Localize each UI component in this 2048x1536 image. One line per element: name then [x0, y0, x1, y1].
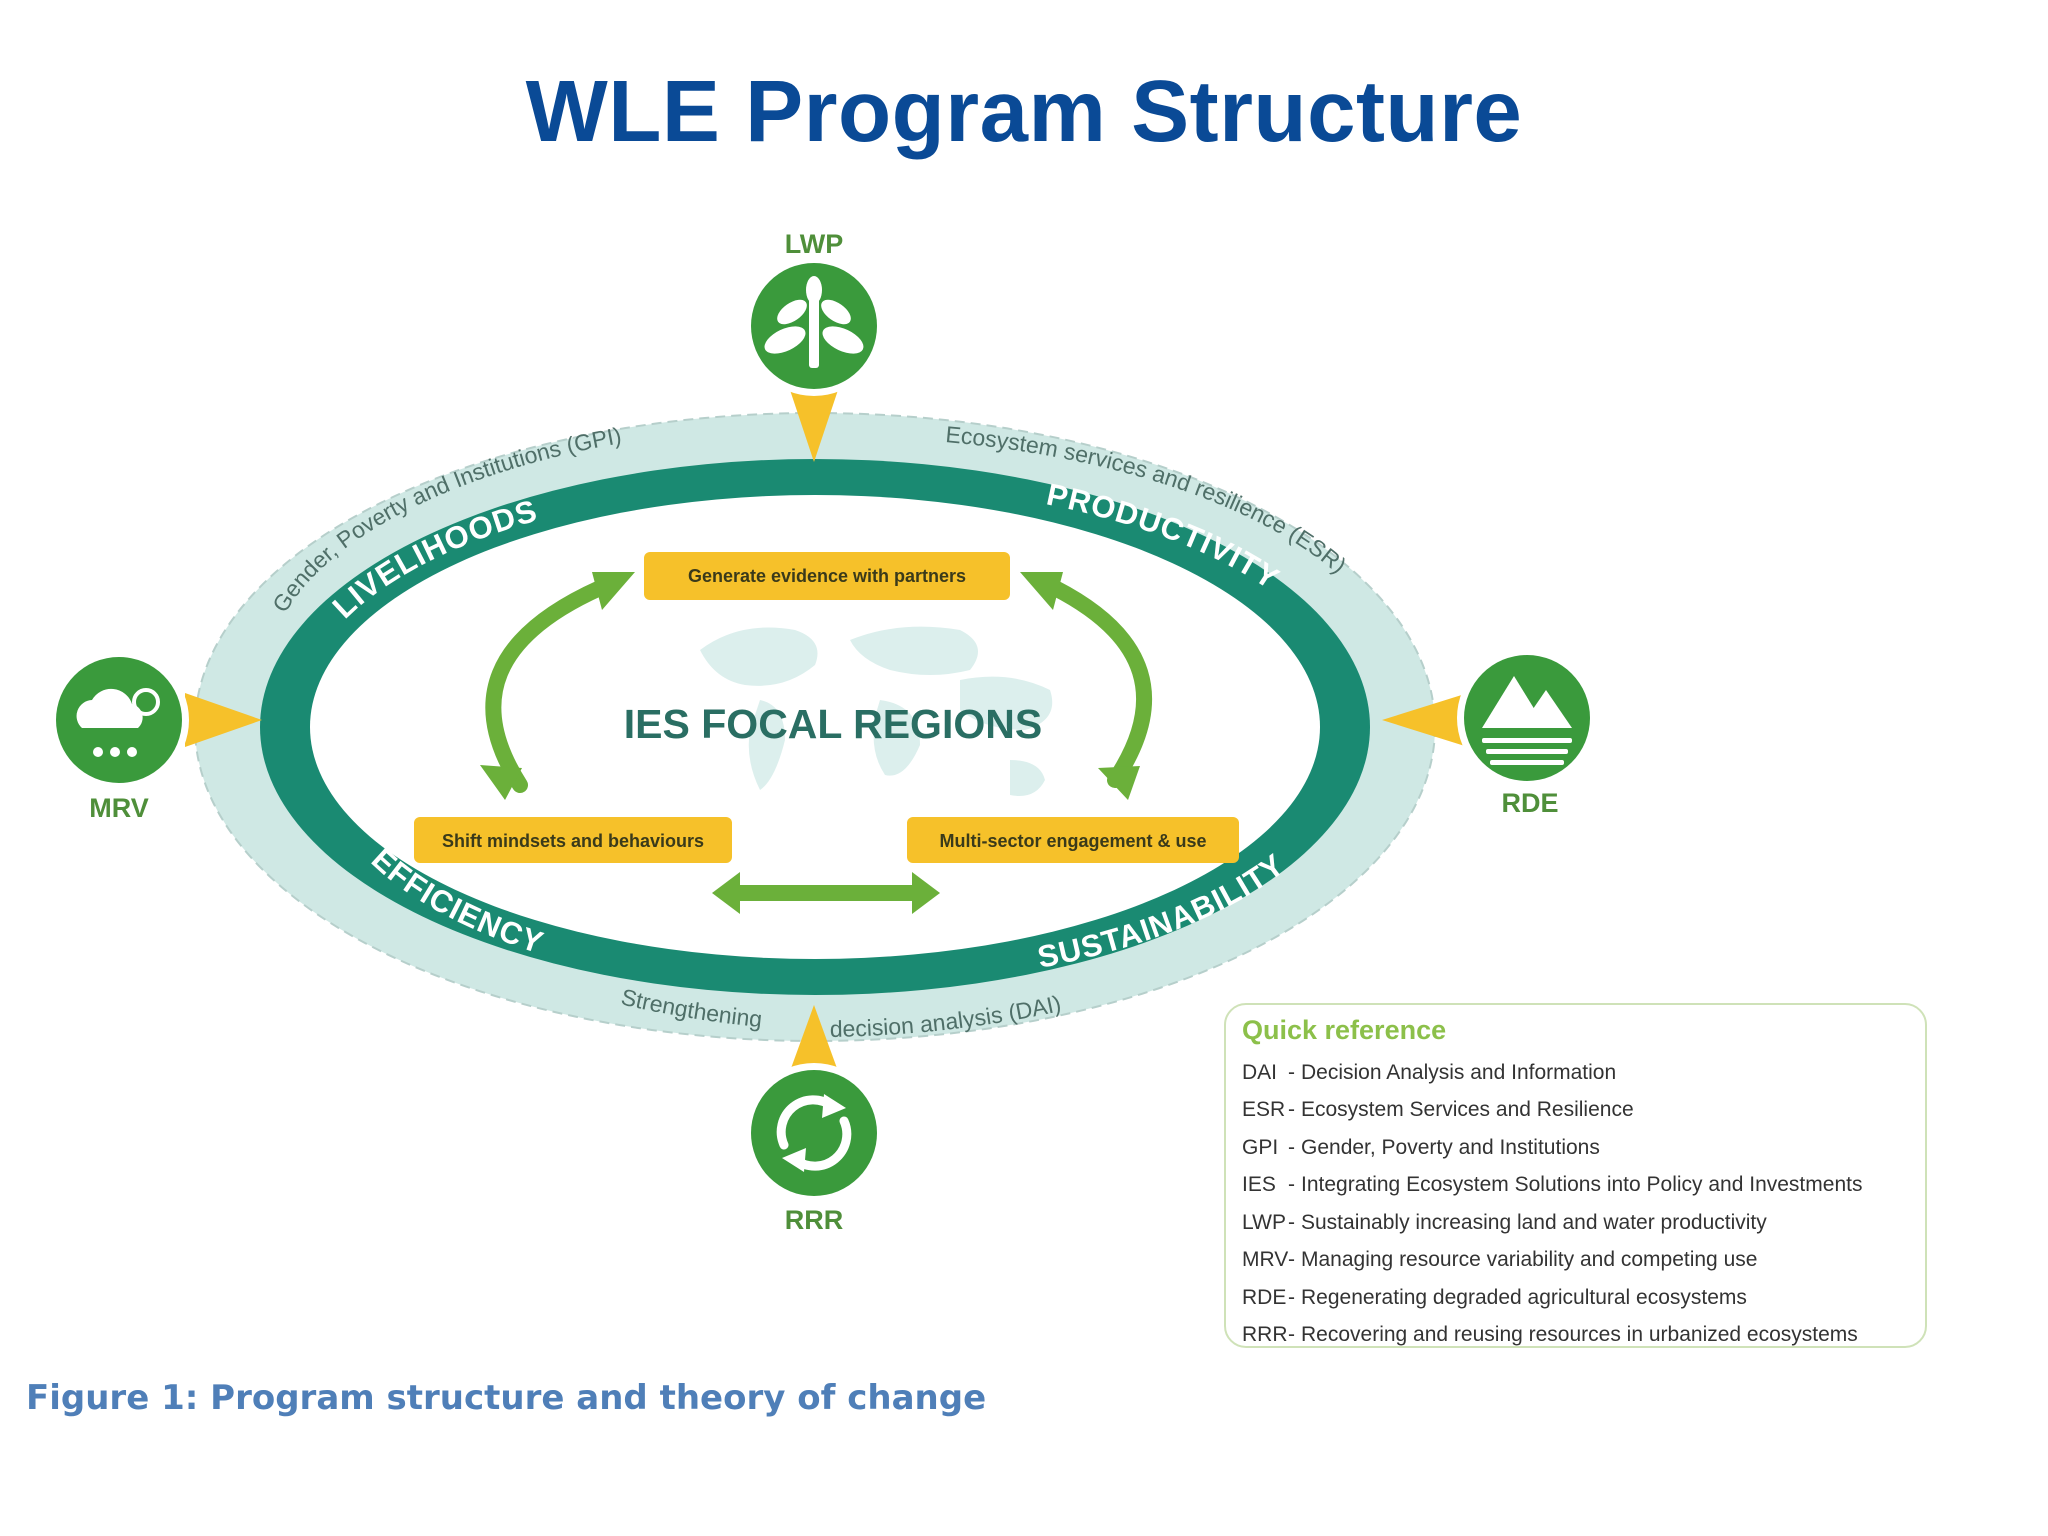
- quick-reference-row: GPI-Gender, Poverty and Institutions: [1242, 1135, 1600, 1159]
- step-mindsets-text: Shift mindsets and behaviours: [442, 831, 704, 851]
- qr-abbr: GPI: [1242, 1135, 1279, 1159]
- quick-reference-panel: Quick reference DAI-Decision Analysis an…: [1224, 1003, 1927, 1348]
- qr-abbr: LWP: [1242, 1210, 1286, 1234]
- qr-desc: Managing resource variability and compet…: [1301, 1248, 1758, 1272]
- weather-cloud-icon: [76, 688, 160, 757]
- marker-rrr-label: RRR: [785, 1205, 844, 1235]
- quick-reference-row: DAI-Decision Analysis and Information: [1242, 1060, 1617, 1084]
- step-mindsets: Shift mindsets and behaviours: [414, 817, 732, 863]
- marker-lwp: LWP: [744, 229, 884, 462]
- mountain-water-icon: [1482, 676, 1572, 765]
- qr-abbr: RRR: [1242, 1323, 1288, 1347]
- qr-abbr: ESR: [1242, 1098, 1286, 1122]
- qr-abbr: IES: [1242, 1173, 1276, 1197]
- marker-rrr: RRR: [744, 1005, 884, 1235]
- step-engagement: Multi-sector engagement & use: [907, 817, 1239, 863]
- world-map: [700, 626, 1053, 796]
- quick-reference-title: Quick reference: [1242, 1015, 1447, 1045]
- recycle-icon: [776, 1095, 852, 1171]
- qr-abbr: RDE: [1242, 1285, 1287, 1309]
- qr-desc: Ecosystem Services and Resilience: [1301, 1098, 1634, 1122]
- quick-reference-row: IES-Integrating Ecosystem Solutions into…: [1242, 1173, 1863, 1197]
- step-engagement-text: Multi-sector engagement & use: [939, 831, 1206, 851]
- tree-icon: [764, 276, 864, 368]
- quick-reference-row: RRR-Recovering and reusing resources in …: [1242, 1323, 1858, 1347]
- cycle-arrows: [485, 580, 1153, 901]
- marker-mrv: MRV: [49, 650, 262, 823]
- arrow-heads: [480, 572, 1140, 914]
- figure-caption: Figure 1: Program structure and theory o…: [26, 1378, 987, 1418]
- marker-rde: RDE: [1382, 648, 1597, 818]
- ies-focal-regions-label: IES FOCAL REGIONS: [624, 701, 1042, 747]
- marker-rde-label: RDE: [1501, 788, 1558, 818]
- qr-abbr: MRV: [1242, 1248, 1289, 1272]
- qr-desc: Sustainably increasing land and water pr…: [1301, 1210, 1767, 1234]
- quick-reference-row: LWP-Sustainably increasing land and wate…: [1242, 1210, 1767, 1234]
- marker-lwp-label: LWP: [785, 229, 844, 259]
- qr-desc: Decision Analysis and Information: [1301, 1060, 1617, 1084]
- qr-desc: Integrating Ecosystem Solutions into Pol…: [1301, 1173, 1863, 1197]
- quick-reference-row: ESR-Ecosystem Services and Resilience: [1242, 1098, 1634, 1122]
- marker-mrv-label: MRV: [89, 793, 149, 823]
- qr-abbr: DAI: [1242, 1060, 1278, 1084]
- step-evidence-text: Generate evidence with partners: [688, 566, 966, 586]
- page-title: WLE Program Structure: [525, 63, 1523, 160]
- quick-reference-row: MRV-Managing resource variability and co…: [1242, 1248, 1758, 1272]
- qr-desc: Recovering and reusing resources in urba…: [1301, 1323, 1858, 1347]
- step-evidence: Generate evidence with partners: [644, 552, 1010, 600]
- quick-reference-row: RDE-Regenerating degraded agricultural e…: [1242, 1285, 1747, 1309]
- qr-desc: Gender, Poverty and Institutions: [1301, 1135, 1600, 1159]
- qr-desc: Regenerating degraded agricultural ecosy…: [1301, 1285, 1747, 1309]
